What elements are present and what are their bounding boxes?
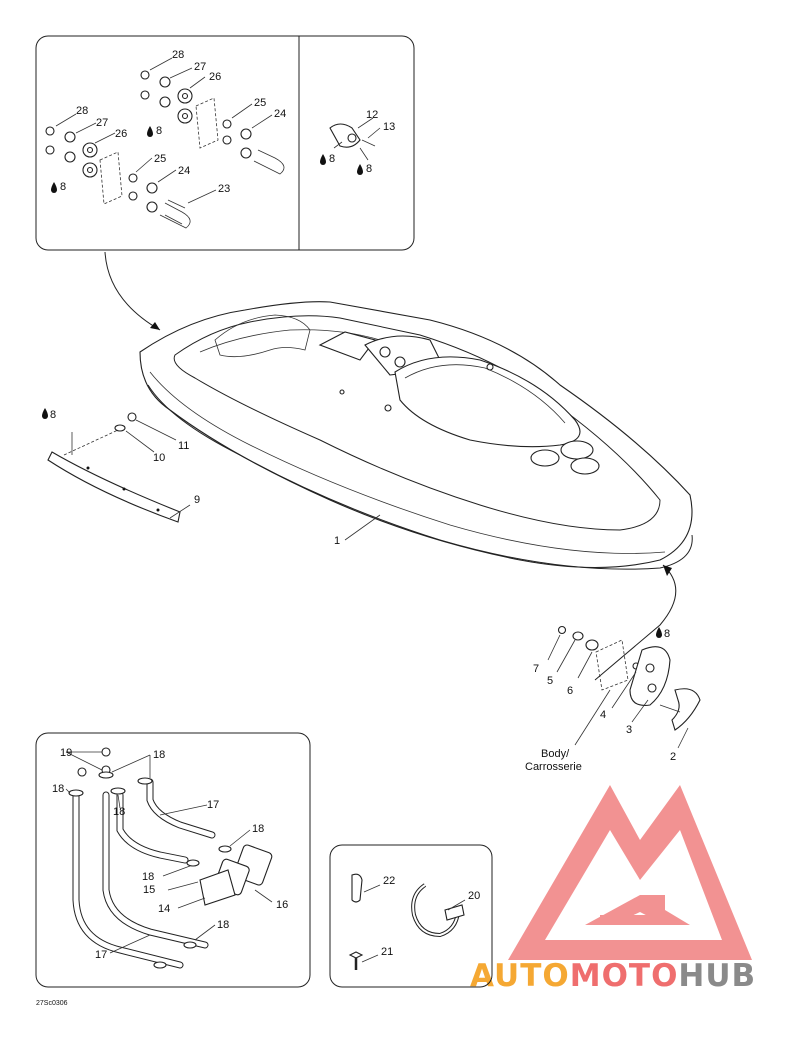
label-12: 12	[366, 109, 378, 121]
label-7: 7	[533, 663, 539, 675]
watermark-hub: HUB	[678, 958, 756, 994]
label-2: 2	[670, 751, 676, 763]
watermark-text: AUTOMOTOHUB	[470, 958, 756, 994]
label-26a: 26	[209, 71, 221, 83]
drop-8-c: 8	[329, 153, 335, 165]
top-inset-labels: 28 27 26 25 24 28 27 26 25 24 23 12 13 8…	[60, 49, 395, 195]
label-25b: 25	[154, 153, 166, 165]
label-24b: 24	[178, 165, 190, 177]
body-label-line2: Carrosserie	[525, 761, 582, 773]
label-11: 11	[178, 440, 189, 452]
rear-hook-assembly: 7 5 6 4 3 2 8 Body/ Carrosserie	[525, 564, 701, 773]
label-24a: 24	[274, 108, 286, 120]
watermark-auto: AUTO	[470, 958, 570, 994]
drop-8-d: 8	[366, 163, 372, 175]
diagram-code: 27Sc0306	[36, 1000, 68, 1007]
label-5: 5	[547, 675, 553, 687]
label-13: 13	[383, 121, 395, 133]
body-label-line1: Body/	[541, 748, 570, 760]
drop-8-b: 8	[60, 181, 66, 193]
label-18b: 18	[52, 783, 64, 795]
hardware-group-left	[45, 113, 217, 229]
label-4: 4	[600, 709, 606, 721]
inset-box-top	[35, 35, 415, 251]
label-25a: 25	[254, 97, 266, 109]
label-15: 15	[143, 884, 155, 896]
label-27b: 27	[96, 117, 108, 129]
label-21: 21	[381, 946, 393, 958]
label-22: 22	[383, 875, 395, 887]
drop-8-hook: 8	[664, 628, 670, 640]
watermark-moto: MOTO	[570, 958, 679, 994]
latch-assembly	[329, 117, 381, 161]
automotohub-logo	[508, 785, 752, 960]
label-1: 1	[334, 535, 340, 547]
label-23: 23	[218, 183, 230, 195]
drop-icons-top	[51, 126, 363, 193]
label-27a: 27	[194, 61, 206, 73]
watercraft-body: 1	[139, 301, 693, 570]
label-26b: 26	[115, 128, 127, 140]
label-28a: 28	[172, 49, 184, 61]
drop-8-a: 8	[156, 125, 162, 137]
label-18f: 18	[217, 919, 229, 931]
label-16: 16	[276, 899, 288, 911]
inset-box-clamps: 22 20 21	[329, 844, 493, 988]
label-18c: 18	[113, 806, 125, 818]
label-17b: 17	[95, 949, 107, 961]
label-19: 19	[60, 747, 72, 759]
pointer-arrow-top	[104, 251, 161, 331]
label-9: 9	[194, 494, 200, 506]
label-28b: 28	[76, 105, 88, 117]
drop-8-rail: 8	[50, 409, 56, 421]
hardware-group-right	[140, 57, 285, 175]
inset-box-fuel: 19 18 18 18 17 18 18 15 14 16 18 17	[35, 732, 311, 988]
rub-rail: 11 10 9 8	[42, 408, 200, 523]
label-6: 6	[567, 685, 573, 697]
label-10: 10	[153, 452, 165, 464]
label-18d: 18	[252, 823, 264, 835]
label-3: 3	[626, 724, 632, 736]
label-20: 20	[468, 890, 480, 902]
label-14: 14	[158, 903, 170, 915]
label-18a: 18	[153, 749, 165, 761]
label-17a: 17	[207, 799, 219, 811]
label-18e: 18	[142, 871, 154, 883]
